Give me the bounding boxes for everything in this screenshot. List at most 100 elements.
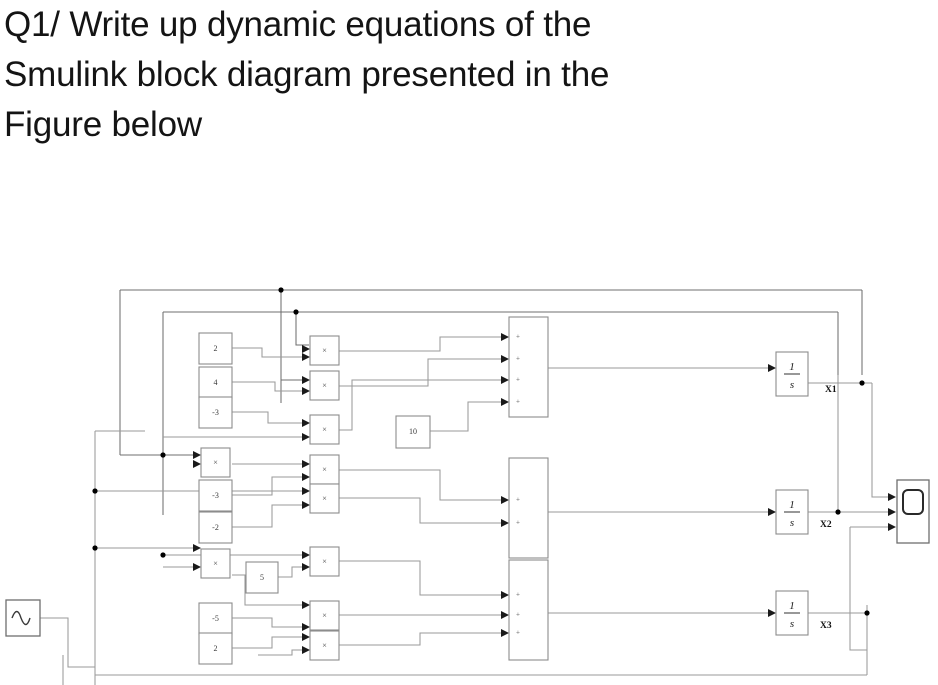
scope-block[interactable] xyxy=(896,479,930,544)
junction-dot xyxy=(293,309,299,315)
product-symbol: × xyxy=(322,380,327,390)
junction-dot xyxy=(835,509,841,515)
wire-m3-to-sum1 xyxy=(339,379,508,431)
product-blocks: × × × × × × × × xyxy=(200,335,340,661)
product-block-m4[interactable]: × xyxy=(200,447,231,478)
integrator-block-int2[interactable]: 1 s X2 xyxy=(775,489,832,535)
sine-wave-icon xyxy=(11,610,31,626)
gain-value: 4 xyxy=(214,378,218,387)
sine-wave-source[interactable] xyxy=(5,599,41,637)
gain-body[interactable] xyxy=(245,561,279,594)
sum-sign: + xyxy=(516,611,520,619)
question-text: Q1/ Write up dynamic equations of the Sm… xyxy=(4,0,914,150)
product-block-m6[interactable]: × xyxy=(309,483,340,514)
product-block-m9[interactable]: × xyxy=(309,600,340,631)
wire-m2-to-sum1 xyxy=(339,358,508,387)
product-symbol: × xyxy=(213,457,218,467)
gain-body[interactable] xyxy=(198,366,233,399)
gain-body[interactable] xyxy=(198,332,233,365)
gain-block-g8[interactable]: -5 xyxy=(198,602,233,635)
wire-m5-to-sum2 xyxy=(339,469,508,501)
junction-dot xyxy=(859,380,865,386)
product-symbol: × xyxy=(322,345,327,355)
gain-body[interactable] xyxy=(395,415,431,449)
integrator-blocks: 1 s X1 1 s X2 1 s X3 xyxy=(775,351,837,636)
gain-block-g5[interactable]: -3 xyxy=(198,479,233,512)
sum-sign: + xyxy=(516,519,520,527)
product-block-m1[interactable]: × xyxy=(309,335,340,366)
question-line-1: Q1/ Write up dynamic equations of the xyxy=(4,5,592,44)
sum-blocks: + + + + + + + + + xyxy=(508,316,549,661)
product-block-m8[interactable]: × xyxy=(200,548,231,579)
wire-x3-branch xyxy=(849,527,867,651)
wire-g5-to-m5 xyxy=(232,476,309,496)
product-symbol: × xyxy=(322,556,327,566)
gain-block-g4[interactable]: 10 xyxy=(395,415,431,449)
gain-value: -3 xyxy=(212,408,219,417)
gain-body[interactable] xyxy=(198,511,233,544)
gain-block-g6[interactable]: -2 xyxy=(198,511,233,544)
gain-body[interactable] xyxy=(198,602,233,635)
gain-block-g7[interactable]: 5 xyxy=(245,561,279,594)
product-symbol: × xyxy=(322,424,327,434)
sum-sign: + xyxy=(516,591,520,599)
question-line-3: Figure below xyxy=(4,105,202,145)
product-body[interactable] xyxy=(309,370,340,401)
junction-dot xyxy=(278,287,284,293)
product-symbol: × xyxy=(322,640,327,650)
sum-sign: + xyxy=(516,398,520,406)
integrator-block-int1[interactable]: 1 s X1 xyxy=(775,351,837,397)
integrator-denominator: s xyxy=(790,618,794,630)
junction-dot xyxy=(160,552,166,558)
product-body[interactable] xyxy=(309,483,340,514)
gain-block-g3[interactable]: -3 xyxy=(198,396,233,429)
product-body[interactable] xyxy=(309,546,340,577)
product-symbol: × xyxy=(213,558,218,568)
wire-g9-to-m10 xyxy=(232,636,309,649)
product-body[interactable] xyxy=(200,447,231,478)
integrator-denominator: s xyxy=(790,517,794,529)
product-block-m5[interactable]: × xyxy=(309,454,340,485)
gain-value: 5 xyxy=(260,573,264,582)
integrator-block-int3[interactable]: 1 s X3 xyxy=(775,590,832,636)
integrator-denominator: s xyxy=(790,379,794,391)
wire-to-m10b xyxy=(258,649,309,656)
sum-sign: + xyxy=(516,629,520,637)
product-block-m2[interactable]: × xyxy=(309,370,340,401)
gain-block-g1[interactable]: 2 xyxy=(198,332,233,365)
wire-g3-to-m3 xyxy=(232,411,309,424)
wire-g7-to-m7 xyxy=(278,566,309,578)
product-body[interactable] xyxy=(309,600,340,631)
gain-block-g9[interactable]: 2 xyxy=(198,632,233,665)
wire-m6-to-sum2 xyxy=(339,497,508,524)
wire-g4-to-sum1 xyxy=(430,401,508,432)
junction-dot xyxy=(864,610,870,616)
scope-screen-icon xyxy=(902,489,924,515)
gain-body[interactable] xyxy=(198,632,233,665)
question-line-2: Smulink block diagram presented in the xyxy=(4,55,610,95)
source-block-body[interactable] xyxy=(5,599,41,637)
sum-block-sum2[interactable]: + + xyxy=(508,457,549,559)
sum-body[interactable] xyxy=(508,457,549,559)
sum-body[interactable] xyxy=(508,559,549,661)
product-block-m3[interactable]: × xyxy=(309,414,340,445)
integrator-numerator: 1 xyxy=(789,361,795,373)
state-label-x3: X3 xyxy=(820,621,832,631)
gain-block-g2[interactable]: 4 xyxy=(198,366,233,399)
product-body[interactable] xyxy=(309,414,340,445)
gain-body[interactable] xyxy=(198,396,233,429)
sum-block-sum3[interactable]: + + + xyxy=(508,559,549,661)
gain-value: 10 xyxy=(409,427,417,436)
product-body[interactable] xyxy=(200,548,231,579)
gain-body[interactable] xyxy=(198,479,233,512)
sum-body[interactable] xyxy=(508,316,549,418)
sum-block-sum1[interactable]: + + + + xyxy=(508,316,549,418)
wire-g8-to-m9 xyxy=(232,617,309,628)
state-label-x2: X2 xyxy=(820,520,832,530)
product-block-m7[interactable]: × xyxy=(309,546,340,577)
product-symbol: × xyxy=(322,464,327,474)
product-body[interactable] xyxy=(309,454,340,485)
product-block-m10[interactable]: × xyxy=(309,630,340,661)
product-body[interactable] xyxy=(309,335,340,366)
product-body[interactable] xyxy=(309,630,340,661)
